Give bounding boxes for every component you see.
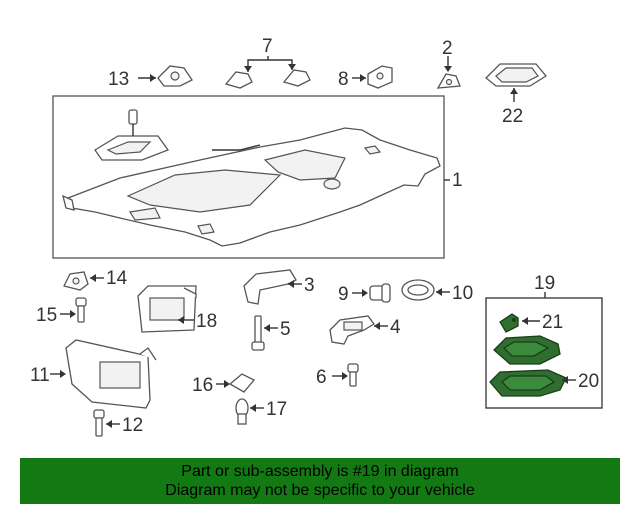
callout-15: 15 [36, 305, 57, 326]
banner-line-1: Part or sub-assembly is #19 in diagram [20, 462, 620, 481]
callout-10: 10 [452, 283, 473, 304]
part-20-lamp-lens[interactable] [490, 370, 566, 396]
part-6-screw[interactable] [348, 364, 358, 386]
part-3-grab-handle[interactable] [244, 270, 296, 304]
part-22-lens[interactable] [486, 64, 546, 86]
part-11-sun-visor[interactable] [66, 340, 156, 408]
callout-8: 8 [338, 69, 349, 90]
callout-6: 6 [316, 367, 327, 388]
callout-7: 7 [262, 36, 273, 57]
part-7-clip-left[interactable] [226, 72, 252, 88]
callout-2: 2 [442, 38, 453, 59]
callout-12: 12 [122, 415, 143, 436]
callout-1: 1 [452, 170, 463, 191]
callout-3: 3 [304, 275, 315, 296]
callout-19: 19 [534, 273, 555, 294]
callout-11: 11 [30, 365, 50, 386]
part-14-bracket[interactable] [64, 272, 88, 290]
callout-16: 16 [192, 375, 213, 396]
callout-5: 5 [280, 319, 291, 340]
callout-22: 22 [502, 106, 523, 127]
callout-9: 9 [338, 284, 349, 305]
part-19-map-lamp-housing[interactable] [494, 336, 560, 364]
info-banner: Part or sub-assembly is #19 in diagram D… [20, 458, 620, 504]
part-7-clip-right[interactable] [284, 70, 310, 86]
part-17-bulb[interactable] [236, 399, 248, 424]
callout-14: 14 [106, 268, 128, 289]
part-12-screw[interactable] [94, 410, 104, 436]
part-9-socket[interactable] [370, 284, 390, 302]
overhead-bracket-part[interactable] [95, 110, 168, 160]
part-15-screw[interactable] [76, 298, 86, 322]
part-8-bracket[interactable] [368, 66, 392, 88]
callout-13: 13 [108, 69, 129, 90]
part-10-ring[interactable] [402, 280, 434, 300]
part-13-bracket[interactable] [158, 66, 192, 86]
callout-20: 20 [578, 371, 599, 392]
callout-4: 4 [390, 317, 401, 338]
part-21-bulb[interactable] [500, 314, 518, 332]
part-18-console[interactable] [138, 286, 196, 332]
part-4-handle[interactable] [330, 316, 374, 344]
part-16-pad[interactable] [230, 374, 254, 392]
callout-17: 17 [266, 399, 287, 420]
part-5-bolt[interactable] [252, 316, 264, 350]
callout-18: 18 [196, 311, 217, 332]
part-2-clip[interactable] [438, 74, 460, 88]
callout-21: 21 [542, 312, 563, 333]
banner-line-2: Diagram may not be specific to your vehi… [20, 481, 620, 500]
